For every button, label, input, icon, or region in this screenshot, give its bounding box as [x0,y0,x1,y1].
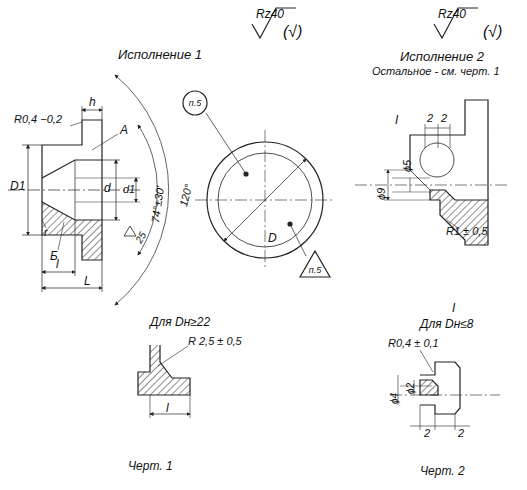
dimension-label: 2 [427,113,433,124]
dimension-label: Rz40 [438,8,466,20]
dimension-label: (√) [283,24,302,40]
dimension-label: D [268,232,277,244]
dimension-label: Исполнение 2 [400,50,484,63]
dimension-label: R0,4 −0,2 [14,114,62,125]
dimension-label: h [89,96,96,108]
callout-circle: п.5 [182,90,208,116]
dimension-label: ϕ5 [402,160,413,172]
dimension-label: 2 [458,428,464,439]
dimension-label: d1 [123,184,135,195]
dimension-label: d [104,182,111,194]
dimension-label: Черт. 2 [420,465,465,477]
dimension-label: D1 [10,180,25,192]
dimension-label: Исполнение 1 [118,48,202,61]
callout-text: п.5 [189,98,201,108]
callout-triangle: п.5 [299,250,331,278]
dimension-label: Rz40 [256,8,284,20]
dimension-label: 25 [134,230,148,245]
dimension-label: A [120,124,128,136]
dimension-label: R0,4 ± 0,1 [388,338,439,349]
dimension-label: L [84,275,91,287]
dimension-label: (√) [483,24,502,40]
dimension-label: 2 [441,113,447,124]
dimension-label: r [44,227,48,238]
dimension-label: Для Dн≤8 [420,318,474,330]
dimension-label: I [452,302,455,314]
dimension-label: Черт. 1 [128,460,173,472]
dimension-label: I [395,114,398,126]
dimension-label: 120° [178,183,195,208]
dimension-label: R 2,5 ± 0,5 [188,336,242,347]
dimension-label: ϕ2 [406,383,416,394]
dimension-label: l [166,402,169,414]
dimension-label: 74°±30' [150,185,166,223]
callout-text: п.5 [309,265,321,275]
dimension-label: ϕ4 [390,393,400,404]
dimension-label: l [56,258,59,270]
dimension-label: 2 [424,428,430,439]
dimension-label: R1 ± 0,5 [446,226,488,237]
dimension-label: Остальное - см. черт. 1 [372,66,500,77]
dimension-label: Для Dн≥22 [150,316,210,328]
dimension-label: ϕ9 [376,188,387,200]
